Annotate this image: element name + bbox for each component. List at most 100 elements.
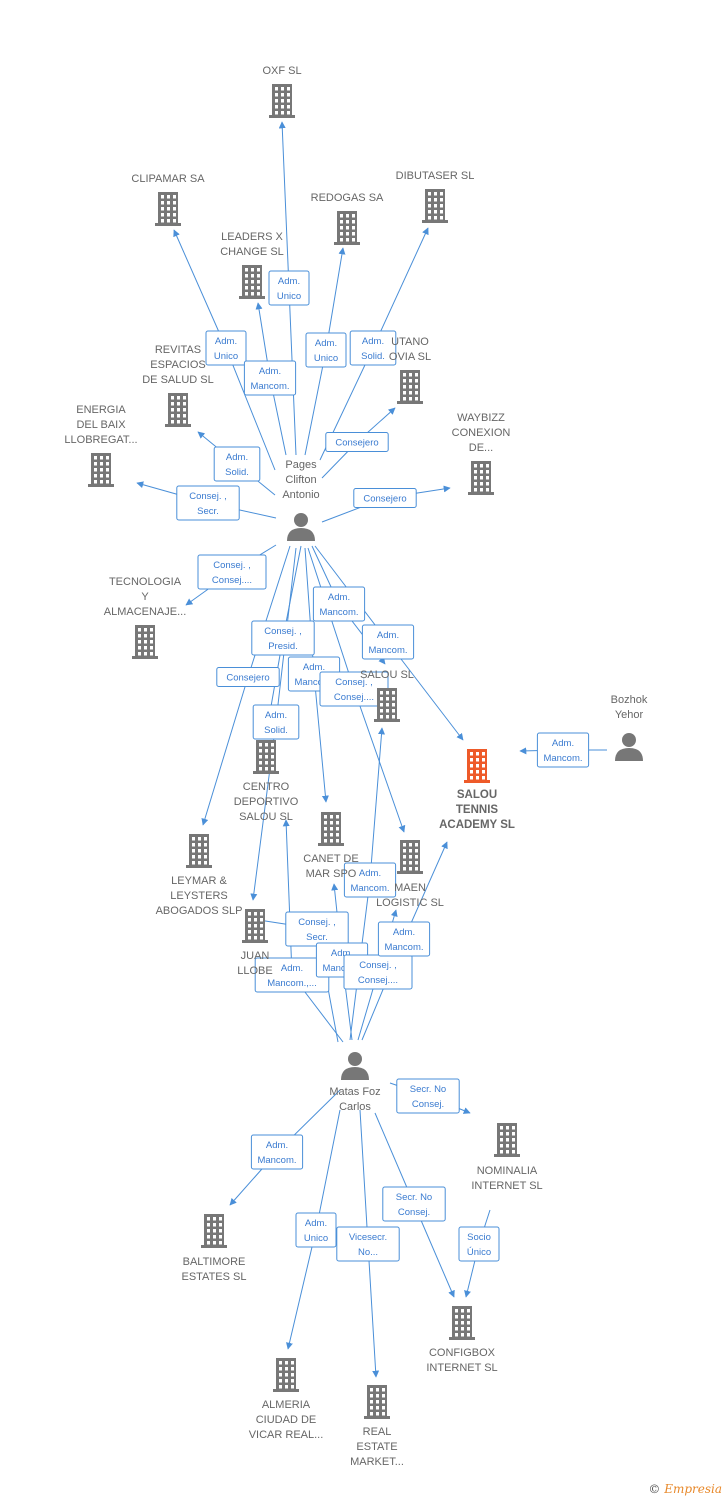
node-clipamar[interactable]: CLIPAMAR SA <box>131 173 205 226</box>
edge-label-matas-juan[interactable]: Consej. , Secr. <box>285 911 349 947</box>
edge-label-pages-revitas[interactable]: Adm.Solid. <box>213 446 261 482</box>
node-label: ESTATES SL <box>181 1271 246 1283</box>
edge-label-text: Consej. , <box>359 960 397 971</box>
building-icon <box>374 688 400 722</box>
edge-label-text: Secr. <box>306 932 328 943</box>
node-label: SALOU SL <box>239 811 293 823</box>
node-redogas[interactable]: REDOGAS SA <box>311 192 384 245</box>
edge-label-matas-real_estate[interactable]: Vicesecr.No... <box>336 1226 400 1262</box>
edge-label-box <box>458 1226 500 1262</box>
node-oxf[interactable]: OXF SL <box>262 65 302 118</box>
copyright-notice: © Empresia <box>648 1482 722 1496</box>
node-dibutaser[interactable]: DIBUTASER SL <box>396 170 475 223</box>
node-label: DE... <box>469 442 493 454</box>
edge-label-pages-salou[interactable]: Adm.Mancom. <box>312 586 366 622</box>
edge-label-text: Solid. <box>361 351 385 362</box>
node-waybizz[interactable]: WAYBIZZCONEXIONDE... <box>452 412 511 495</box>
edge-label-text: Socio <box>467 1232 491 1243</box>
edge-label-matas-baltimore[interactable]: Adm.Mancom. <box>250 1134 304 1170</box>
edge-label-pages-leymar[interactable]: Consejero <box>216 667 280 687</box>
node-label: MAR SPO <box>306 868 357 880</box>
edge-label-text: Unico <box>314 353 338 364</box>
edge-label-pages-clipamar[interactable]: Adm.Unico <box>205 330 247 366</box>
node-label: DEPORTIVO <box>234 796 299 808</box>
edge-label-text: Mancom. <box>384 942 423 953</box>
node-label: REAL <box>363 1426 392 1438</box>
edge-label-pages-juan[interactable]: Adm.Solid. <box>252 704 300 740</box>
node-label: LEYSTERS <box>170 890 227 902</box>
building-icon <box>239 265 265 299</box>
edge-label-pages-leaders[interactable]: Adm.Mancom. <box>243 360 297 396</box>
node-real_estate[interactable]: REALESTATEMARKET... <box>350 1385 404 1468</box>
edge-label-bozhok-salou_tennis[interactable]: Adm.Mancom. <box>536 732 590 768</box>
node-label: UTANO <box>391 336 429 348</box>
building-icon <box>155 192 181 226</box>
node-tecnologia[interactable]: TECNOLOGIAYALMACENAJE... <box>104 576 187 659</box>
edge-label-pages-salou_tennis[interactable]: Adm.Mancom. <box>361 624 415 660</box>
edge-label-pages-energia[interactable]: Consej. ,Secr. <box>176 485 240 521</box>
edge-label-matas-almeria[interactable]: Adm.Unico <box>295 1212 337 1248</box>
edge-label-matas-maen[interactable]: Consej. ,Consej.... <box>343 954 413 990</box>
node-label: MARKET... <box>350 1456 404 1468</box>
node-label: Carlos <box>339 1101 371 1113</box>
node-label: REDOGAS SA <box>311 192 384 204</box>
edge-label-pages-butano[interactable]: Consejero <box>325 432 389 452</box>
node-label: CANET DE <box>303 853 358 865</box>
brand-logo[interactable]: Empresia <box>664 1482 722 1496</box>
edge-label-text: Presid. <box>268 641 298 652</box>
node-label: TENNIS <box>456 804 499 816</box>
building-icon <box>464 749 490 783</box>
edge-label-matas-salou[interactable]: Adm.Mancom. <box>343 862 397 898</box>
node-label: INTERNET SL <box>426 1362 497 1374</box>
node-salou[interactable]: SALOU SL <box>360 669 414 722</box>
edge-label-text: Consejero <box>335 438 378 449</box>
node-label: CLIPAMAR SA <box>131 173 205 185</box>
building-icon <box>494 1123 520 1157</box>
edge-label-text: Secr. No <box>396 1192 432 1203</box>
edge-label-text: Adm. <box>328 592 350 603</box>
edge-label-pages-centro[interactable]: Consej. ,Presid. <box>251 620 315 656</box>
edge-label-pages-tecnologia[interactable]: Consej. ,Consej.... <box>197 554 267 590</box>
edge-label-text: Mancom.,... <box>267 978 317 989</box>
person-icon <box>341 1052 369 1080</box>
edge-label-pages-dibutaser[interactable]: Adm.Solid. <box>349 330 397 366</box>
building-icon <box>449 1306 475 1340</box>
edge-label-text: Adm. <box>393 927 415 938</box>
edge-label-matas-salou_tennis[interactable]: Adm. Mancom. <box>377 921 431 957</box>
copyright-symbol: © <box>648 1482 661 1496</box>
edge-label-pages-waybizz[interactable]: Consejero <box>353 488 417 508</box>
edge-label-text: Mancom. <box>368 645 407 656</box>
node-label: LOGISTIC SL <box>376 897 444 909</box>
edge-label-pages-maen[interactable]: Consej. ,Consej.... <box>319 671 389 707</box>
node-canet[interactable]: CANET DE MAR SPO <box>303 812 359 880</box>
node-label: Pages <box>285 459 317 471</box>
node-label: ALMERIA <box>262 1399 311 1411</box>
node-label: JUAN <box>241 950 270 962</box>
node-label: REVITAS <box>155 344 201 356</box>
edge-label-box <box>343 862 397 898</box>
edge-label-text: Consej. , <box>298 917 336 928</box>
edge-label-pages-redogas[interactable]: Adm.Unico <box>305 332 347 368</box>
edge-label-pages-oxf[interactable]: Adm.Unico <box>268 270 310 306</box>
edge-label-box <box>536 732 590 768</box>
edge-label-box <box>176 485 240 521</box>
